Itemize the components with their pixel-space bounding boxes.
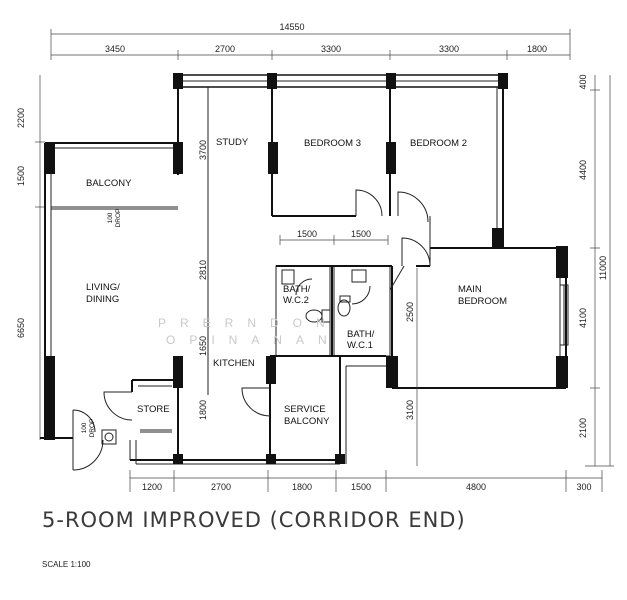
drop-label-a-2: DROP: [115, 209, 122, 228]
bottom-dim-5: 4800: [466, 482, 486, 492]
top-dim-5: 1800: [527, 44, 547, 54]
room-label-main: MAIN: [458, 284, 482, 295]
top-dim-2: 2700: [215, 44, 235, 54]
scale-label: SCALE 1:100: [42, 560, 91, 569]
kitchen-dim-v2: 1800: [198, 400, 208, 420]
top-dimensions: 14550 3450 2700 3300 3300 1800: [50, 22, 571, 60]
left-dim-3: 6650: [16, 318, 26, 338]
bottom-dim-6: 300: [576, 482, 591, 492]
drop-label-a-1: 100: [107, 212, 114, 223]
top-dim-4: 3300: [439, 44, 459, 54]
room-label-bedroom-3: BEDROOM 3: [304, 138, 361, 149]
columns: [45, 73, 568, 464]
room-label-living: LIVING/: [86, 282, 120, 293]
bottom-dim-1: 1200: [142, 482, 162, 492]
watermark-line-1: PRERNDON: [158, 316, 339, 330]
room-label-main-bedroom: BEDROOM: [458, 296, 507, 307]
overall-width-label: 14550: [279, 22, 304, 32]
overall-height-label: 11000: [598, 256, 608, 280]
room-label-study: STUDY: [216, 137, 249, 148]
bottom-dim-4: 1500: [351, 482, 371, 492]
left-dimensions: 2200 1500 6650: [16, 75, 45, 440]
room-label-service: SERVICE: [284, 404, 326, 415]
fixtures: [101, 269, 569, 445]
room-label-kitchen: KITCHEN: [213, 358, 255, 369]
right-dim-1: 400: [578, 74, 588, 89]
right-dim-4: 2100: [578, 418, 588, 438]
top-dim-1: 3450: [105, 44, 125, 54]
room-label-bedroom-2: BEDROOM 2: [410, 138, 467, 149]
room-labels: STUDY BEDROOM 3 BEDROOM 2 BALCONY LIVING…: [81, 137, 507, 437]
drop-label-b-1: 100: [81, 422, 88, 433]
room-label-balcony: BALCONY: [86, 178, 132, 189]
room-label-wc-2: W.C.2: [283, 295, 309, 306]
living-dim-v: 2810: [198, 260, 208, 280]
right-dimensions: 400 4400 4100 2100 11000: [578, 74, 614, 467]
bottom-dim-3: 1800: [292, 482, 312, 492]
watermark-line-2: OPINANAN: [166, 333, 341, 347]
bath-dim-h1: 1500: [297, 229, 317, 239]
bottom-dimensions: 1200 2700 1800 1500 4800 300: [129, 470, 603, 492]
room-label-service-balcony: BALCONY: [284, 416, 330, 427]
kitchen-dim-v1: 1650: [198, 336, 208, 356]
bath-dim-v: 2500: [405, 302, 415, 322]
right-dim-3: 4100: [578, 308, 588, 328]
room-label-bath-2: BATH/: [283, 284, 311, 295]
right-dim-2: 4400: [578, 160, 588, 180]
drop-label-b-2: DROP: [89, 419, 96, 438]
room-label-dining: DINING: [86, 294, 119, 305]
master-dim-v: 3100: [405, 400, 415, 420]
room-label-bath-1: BATH/: [347, 329, 375, 340]
plan-title: 5-ROOM IMPROVED (CORRIDOR END): [42, 508, 466, 532]
bath-dim-h2: 1500: [351, 229, 371, 239]
bottom-dim-2: 2700: [211, 482, 231, 492]
top-dim-3: 3300: [321, 44, 341, 54]
inner-dimensions: 1500 1500 2500 3100 3700 2810 1650 1800: [198, 140, 418, 466]
room-label-wc-1: W.C.1: [347, 340, 373, 351]
left-dim-1: 2200: [16, 108, 26, 128]
left-dim-2: 1500: [16, 166, 26, 186]
doors: [72, 189, 431, 471]
room-label-store: STORE: [137, 404, 170, 415]
study-dim-v: 3700: [198, 140, 208, 160]
